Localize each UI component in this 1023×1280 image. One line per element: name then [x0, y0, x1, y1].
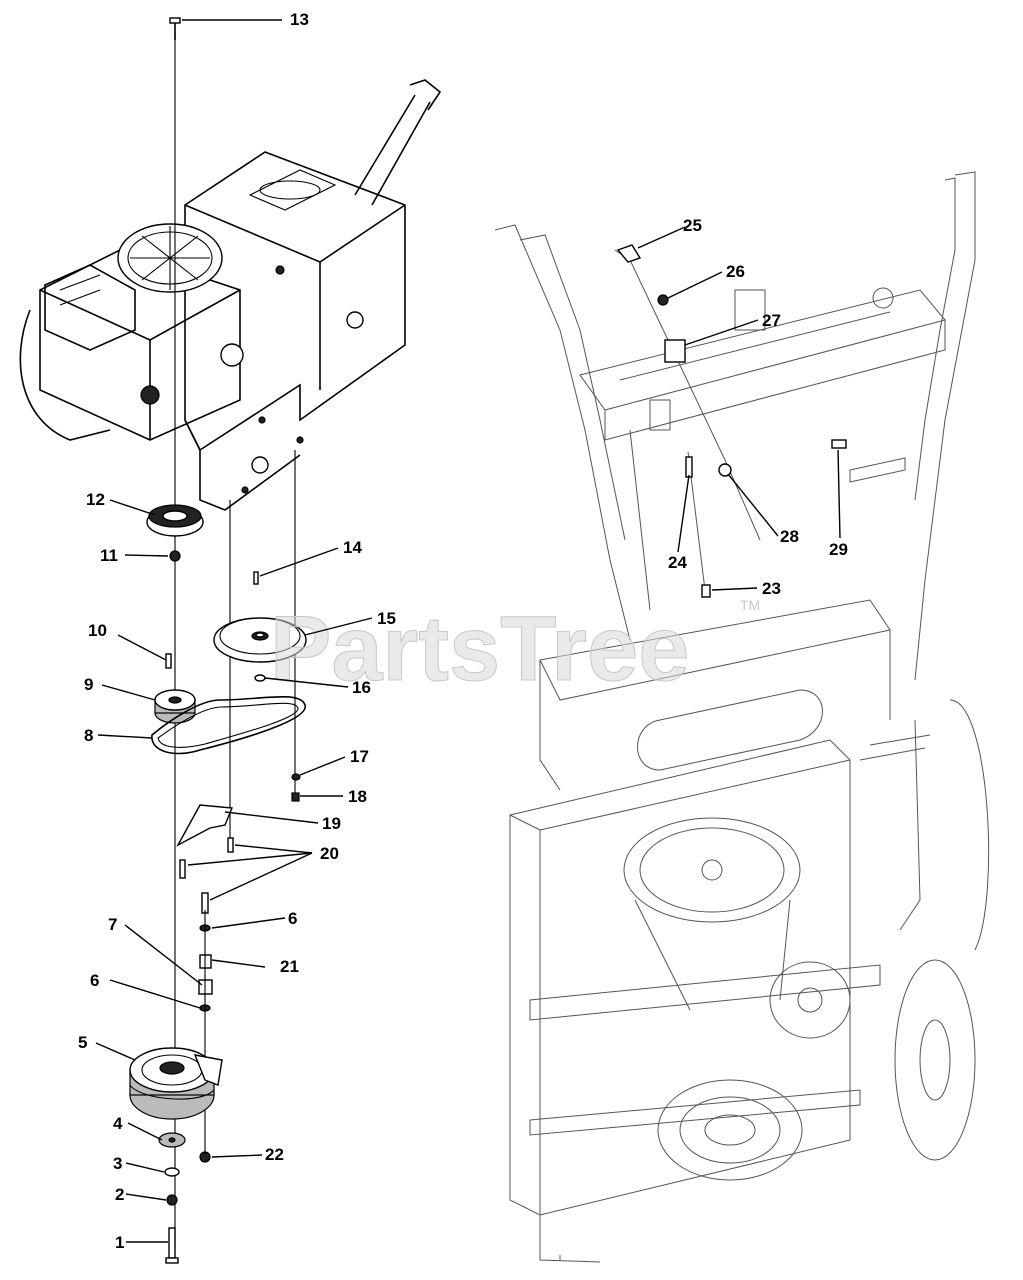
callout-6-upper: 6 — [288, 909, 297, 928]
callout-26: 26 — [726, 262, 745, 281]
part-2-nut — [166, 1194, 178, 1206]
part-13-bolt — [169, 17, 181, 40]
engine-frame-assembly — [19, 79, 442, 511]
callout-17: 17 — [350, 747, 369, 766]
part-1-bolt — [165, 1227, 179, 1264]
part-11-nut — [169, 550, 181, 562]
callout-14: 14 — [343, 538, 362, 557]
callout-27: 27 — [762, 311, 781, 330]
watermark-text: PartsTree — [270, 598, 689, 700]
part-15-pulley — [213, 617, 307, 663]
callout-8: 8 — [84, 726, 93, 745]
part-28-bushing — [718, 463, 732, 477]
part-14-key — [253, 571, 259, 585]
part-23-fastener — [701, 584, 711, 598]
callout-10: 10 — [88, 621, 107, 640]
callout-7: 7 — [108, 915, 117, 934]
callout-4: 4 — [113, 1114, 123, 1133]
callout-13: 13 — [290, 10, 309, 29]
callout-12: 12 — [86, 490, 105, 509]
callout-18: 18 — [348, 787, 367, 806]
callout-5: 5 — [78, 1033, 87, 1052]
part-8-belt — [151, 695, 306, 755]
watermark-trademark: TM — [740, 597, 760, 613]
callout-1: 1 — [115, 1233, 124, 1252]
part-10-key — [165, 653, 172, 669]
callout-11: 11 — [100, 546, 118, 565]
callout-22: 22 — [265, 1145, 284, 1164]
part-25-bracket — [616, 244, 642, 263]
part-3-lockwasher — [164, 1167, 180, 1177]
part-24-spring — [685, 456, 693, 478]
callout-23: 23 — [762, 579, 781, 598]
part-17-washer — [291, 773, 301, 781]
callout-24: 24 — [668, 553, 687, 572]
callout-19: 19 — [322, 814, 341, 833]
callout-6-lower: 6 — [90, 971, 99, 990]
callout-29: 29 — [829, 540, 848, 559]
snowblower-frame-assembly — [494, 171, 990, 1263]
part-29-pin — [831, 439, 847, 449]
part-5-clutch — [129, 1047, 223, 1120]
leader-lines — [95, 19, 841, 1243]
callout-3: 3 — [113, 1154, 122, 1173]
part-20-bolts — [179, 837, 234, 914]
callout-16: 16 — [352, 678, 371, 697]
part-26-spring — [657, 294, 669, 306]
callout-21: 21 — [280, 957, 299, 976]
callout-labels: 1 2 3 4 5 6 6 7 8 9 10 11 12 13 14 15 16… — [78, 10, 848, 1252]
callout-9: 9 — [84, 675, 93, 694]
callout-20: 20 — [320, 844, 339, 863]
part-9-idler-pulley — [154, 689, 196, 724]
callout-2: 2 — [115, 1185, 124, 1204]
part-27-clip — [664, 339, 686, 363]
part-19-bracket — [176, 804, 234, 847]
callout-15: 15 — [377, 609, 396, 628]
callout-28: 28 — [780, 527, 799, 546]
part-12-pulley — [146, 504, 204, 537]
callout-25: 25 — [683, 216, 702, 235]
part-18-bolt — [291, 792, 300, 802]
part-16-washer — [254, 674, 266, 682]
